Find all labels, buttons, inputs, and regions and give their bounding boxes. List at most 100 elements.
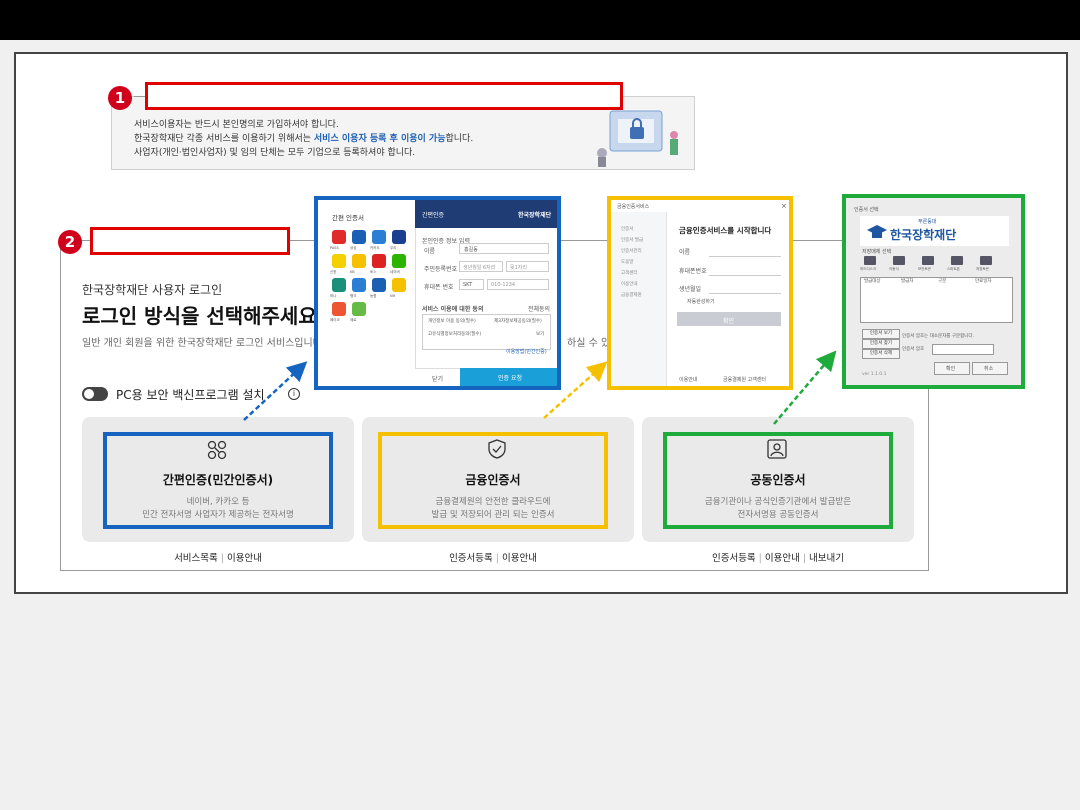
- joint-cancel-button[interactable]: 취소: [972, 362, 1008, 375]
- finance-confirm-button[interactable]: 확인: [677, 312, 781, 326]
- simple-app-icon[interactable]: [332, 278, 346, 292]
- simple-app-icon[interactable]: [352, 278, 366, 292]
- finance-footer-support[interactable]: 금융결제원 고객센터: [723, 377, 766, 383]
- joint-table-column: 발급자: [901, 279, 914, 284]
- simple-name-input[interactable]: 홍길동: [459, 243, 549, 254]
- joint-pw-label: 인증서 암호: [902, 347, 925, 352]
- simple-cancel-button[interactable]: 닫기: [415, 368, 460, 386]
- finance-menu-item[interactable]: 금융결제원: [621, 293, 642, 298]
- finance-close-icon[interactable]: ×: [781, 202, 787, 210]
- finance-menu-item[interactable]: 고객센터: [621, 271, 638, 276]
- simple-app-icon[interactable]: [372, 278, 386, 292]
- simple-ok-button[interactable]: 인증 요청: [460, 368, 557, 386]
- simple-carrier-select[interactable]: SKT: [459, 279, 484, 290]
- joint-media-label: 저장토큰: [976, 267, 989, 271]
- simple-app-icon[interactable]: [392, 254, 406, 268]
- joint-media-icon[interactable]: [980, 256, 992, 265]
- simple-app-icon[interactable]: [332, 254, 346, 268]
- card-simple-highlight: [103, 432, 333, 529]
- simple-app-icon[interactable]: [332, 302, 346, 316]
- joint-media-label: 하드디스크: [860, 267, 877, 271]
- card-joint-links: 인증서등록|이용안내|내보내기: [711, 553, 845, 564]
- link-guide-1[interactable]: 이용안내: [226, 553, 262, 564]
- simple-app-icon[interactable]: [352, 230, 366, 244]
- finance-menu-item[interactable]: 도움말: [621, 260, 634, 265]
- toggle-knob: [84, 389, 94, 399]
- card-joint-cert[interactable]: [642, 417, 914, 542]
- link-cert-register-2[interactable]: 인증서등록: [711, 553, 756, 564]
- simple-consent-item-2[interactable]: 제3자정보제공동의(필수): [494, 319, 542, 324]
- simple-app-label: 네이버: [390, 270, 400, 274]
- highlight-box-1: [145, 82, 623, 110]
- badge-1-connector: [134, 96, 145, 97]
- joint-media-icon[interactable]: [864, 256, 876, 265]
- simple-phone-input[interactable]: 010-1234: [487, 279, 549, 290]
- simple-app-label: 카카오: [370, 246, 380, 250]
- link-cert-register-1[interactable]: 인증서등록: [449, 553, 493, 564]
- card-finance-cert[interactable]: [362, 417, 634, 542]
- joint-media-icon[interactable]: [951, 256, 963, 265]
- joint-side-button[interactable]: 인증서 보기: [862, 329, 900, 339]
- finance-name-input[interactable]: [709, 256, 781, 257]
- simple-app-label: 토스: [370, 270, 377, 274]
- card-simple-auth[interactable]: [82, 417, 354, 542]
- info-icon[interactable]: i: [288, 388, 300, 400]
- finance-autofill-checkbox[interactable]: 자동완성하기: [687, 299, 715, 305]
- joint-cert-table[interactable]: [860, 277, 1013, 323]
- simple-app-icon[interactable]: [372, 254, 386, 268]
- login-panel-bottom: [60, 570, 929, 571]
- joint-media-icon[interactable]: [922, 256, 934, 265]
- joint-pw-input[interactable]: [932, 344, 994, 355]
- simple-right-pane: [415, 200, 557, 386]
- finance-menu-item[interactable]: 이용안내: [621, 282, 638, 287]
- joint-media-icon[interactable]: [893, 256, 905, 265]
- joint-side-button[interactable]: 인증서 삭제: [862, 349, 900, 359]
- link-icon: [207, 440, 227, 460]
- joint-ok-button[interactable]: 확인: [934, 362, 970, 375]
- vaccine-toggle-label: PC용 보안 백신프로그램 설치: [116, 388, 265, 402]
- link-export[interactable]: 내보내기: [809, 553, 845, 564]
- finance-menu-item[interactable]: 인증서관리: [621, 249, 642, 254]
- finance-menu-item[interactable]: 인증서 발급: [621, 238, 644, 243]
- finance-birth-input[interactable]: [709, 293, 781, 294]
- simple-app-icon[interactable]: [392, 230, 406, 244]
- link-guide-2[interactable]: 이용안내: [501, 553, 537, 564]
- simple-consent-item-1[interactable]: 개인정보 이용 동의(필수): [428, 319, 476, 324]
- simple-app-icon[interactable]: [332, 230, 346, 244]
- simple-ssn-input-2[interactable]: 뒷1자리: [506, 261, 549, 272]
- security-illustration: [597, 110, 678, 167]
- simple-app-icon[interactable]: [352, 254, 366, 268]
- link-service-list[interactable]: 서비스목록: [174, 553, 218, 564]
- card-simple-title: 간편인증(민간인증서): [162, 473, 274, 487]
- simple-app-label: 뱅크: [350, 294, 357, 298]
- simple-consent-item-3[interactable]: 고유식별정보처리동의(필수): [428, 332, 482, 337]
- top-black-bar: [0, 0, 1080, 40]
- simple-section: 본인인증 정보 입력: [422, 238, 470, 245]
- simple-app-icon[interactable]: [352, 302, 366, 316]
- simple-ssn-input-1[interactable]: 생년월일 6자리: [459, 261, 503, 272]
- link-guide-3[interactable]: 이용안내: [764, 553, 800, 564]
- simple-help-link[interactable]: 이용방법(민간인증): [506, 349, 547, 355]
- joint-table-column: 구분: [938, 279, 947, 284]
- simple-view-link[interactable]: 보기: [536, 332, 545, 337]
- login-panel-right: [928, 386, 929, 570]
- finance-menu-item[interactable]: 인증서: [621, 227, 634, 232]
- simple-app-icon[interactable]: [392, 278, 406, 292]
- login-subtitle: 한국장학재단 사용자 로그인: [82, 283, 223, 297]
- simple-consent-all[interactable]: 전체동의: [528, 306, 551, 313]
- finance-phone-input[interactable]: [709, 275, 781, 276]
- simple-field-phone: 휴대폰 번호: [424, 284, 454, 291]
- finance-field-birth: 생년월일: [679, 286, 702, 293]
- login-panel-top-mid3: [792, 240, 844, 241]
- finance-footer-guide[interactable]: 이용안내: [679, 377, 698, 383]
- notice-line-1: 서비스이용자는 반드시 본인명의로 가입하셔야 합니다.: [134, 120, 339, 130]
- simple-app-icon[interactable]: [372, 230, 386, 244]
- joint-side-button[interactable]: 인증서 찾기: [862, 339, 900, 349]
- vaccine-toggle[interactable]: [82, 387, 108, 401]
- simple-app-label: NH: [390, 294, 396, 298]
- joint-window-title: 인증서 선택: [854, 207, 879, 213]
- simple-consent-title: 서비스 이용에 대한 동의: [422, 306, 484, 313]
- graduation-cap-icon: [867, 225, 887, 238]
